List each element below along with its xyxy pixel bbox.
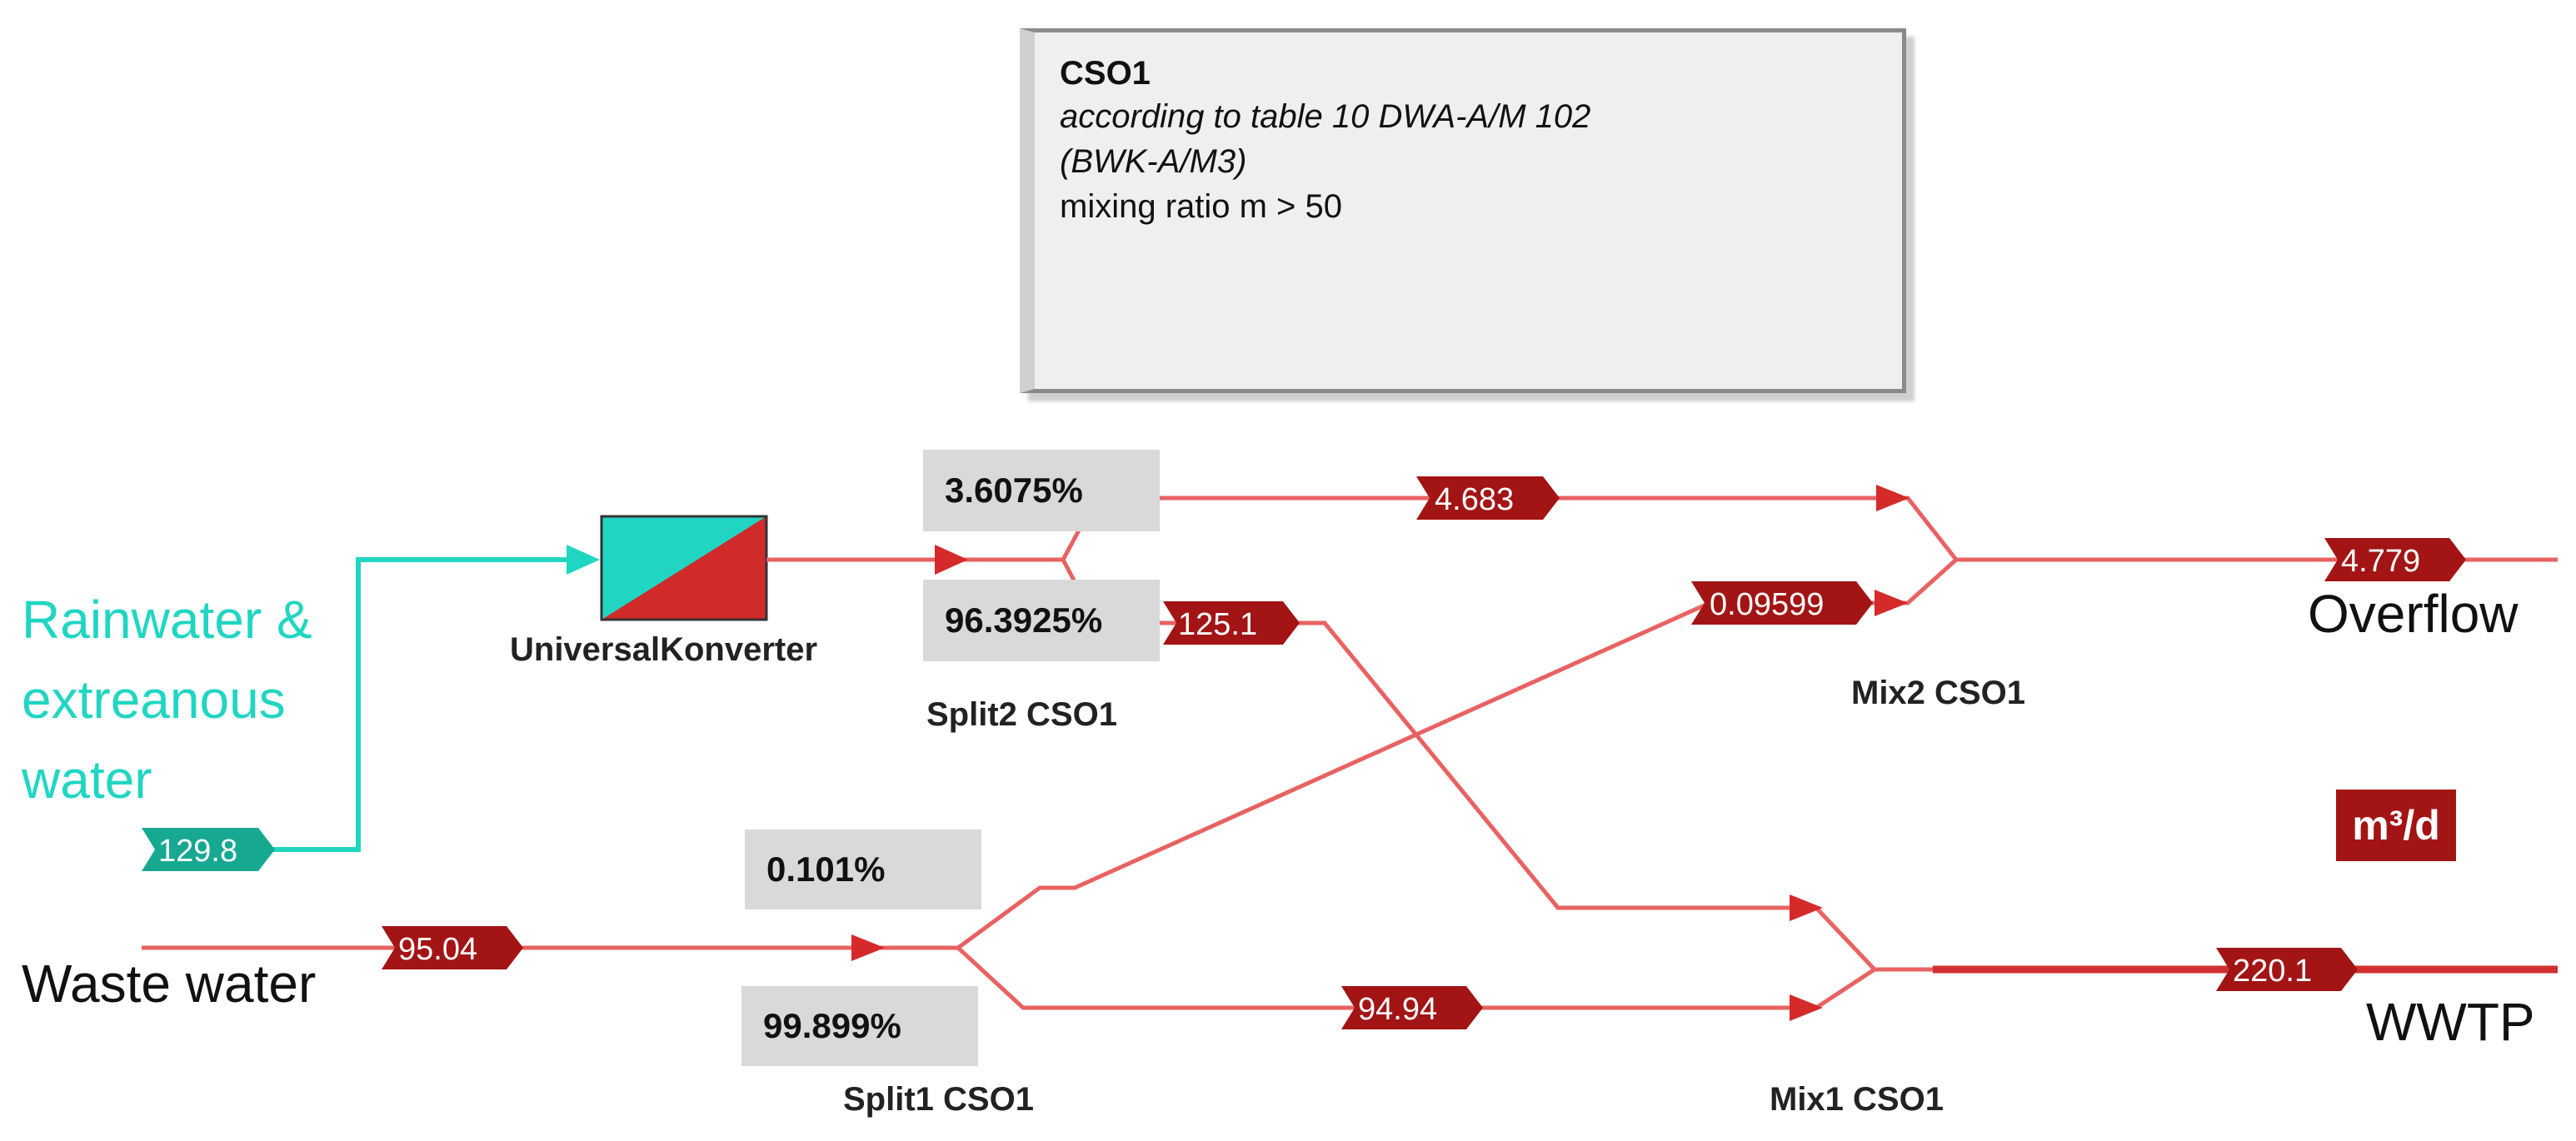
svg-text:129.8: 129.8 bbox=[158, 834, 237, 869]
svg-text:94.94: 94.94 bbox=[1358, 992, 1437, 1027]
note-line-2: (BWK-A/M3) bbox=[1060, 143, 1247, 180]
split1-upper-percentage[interactable]: 0.101% bbox=[745, 830, 981, 909]
svg-text:4.779: 4.779 bbox=[2341, 544, 2420, 579]
note-line-1: according to table 10 DWA-A/M 102 bbox=[1060, 98, 1591, 135]
flow-flag-split2-to-mix2[interactable]: 4.683 bbox=[1416, 476, 1560, 520]
flow-flag-split1-to-mix1[interactable]: 94.94 bbox=[1341, 986, 1483, 1029]
rain-connection bbox=[250, 557, 583, 852]
wwtp-label: WWTP bbox=[2366, 992, 2535, 1052]
svg-text:220.1: 220.1 bbox=[2233, 954, 2312, 989]
unit-badge: m³/d bbox=[2336, 790, 2456, 861]
split2-upper-percentage[interactable]: 3.6075% bbox=[923, 450, 1160, 531]
flow-flag-rain-input[interactable]: 129.8 bbox=[142, 828, 275, 871]
rainwater-label-line-3: water bbox=[22, 750, 152, 810]
red-arrowheads bbox=[851, 485, 1910, 1021]
split1-label: Split1 CSO1 bbox=[843, 1081, 1034, 1118]
flow-flag-split2-to-mix1[interactable]: 125.1 bbox=[1163, 601, 1300, 645]
split2-lower-percentage[interactable]: 96.3925% bbox=[923, 580, 1160, 661]
flow-flag-wwtp-output[interactable]: 220.1 bbox=[2216, 948, 2358, 991]
rainwater-label-line-1: Rainwater & bbox=[22, 590, 312, 650]
mix2-label: Mix2 CSO1 bbox=[1851, 675, 2025, 711]
overflow-label: Overflow bbox=[2308, 584, 2519, 644]
rainwater-label-line-2: extreanous bbox=[22, 670, 286, 730]
waste-water-label: Waste water bbox=[22, 954, 317, 1014]
flow-flag-waste-input[interactable]: 95.04 bbox=[382, 926, 523, 969]
note-line-3: mixing ratio m > 50 bbox=[1060, 188, 1343, 225]
svg-text:0.09599: 0.09599 bbox=[1710, 587, 1824, 622]
flow-flag-split1-to-mix2[interactable]: 0.09599 bbox=[1691, 581, 1873, 625]
split2-label: Split2 CSO1 bbox=[926, 696, 1117, 733]
flow-flag-overflow-output[interactable]: 4.779 bbox=[2324, 538, 2466, 581]
svg-text:95.04: 95.04 bbox=[398, 932, 477, 967]
cso1-note-box[interactable]: CSO1 according to table 10 DWA-A/M 102 (… bbox=[1020, 28, 1906, 393]
universal-converter[interactable] bbox=[600, 515, 768, 621]
split1-lower-percentage[interactable]: 99.899% bbox=[741, 986, 978, 1066]
converter-label: UniversalKonverter bbox=[510, 631, 818, 668]
note-title: CSO1 bbox=[1060, 55, 1151, 92]
rain-arrow-icon bbox=[567, 545, 600, 575]
svg-text:125.1: 125.1 bbox=[1178, 607, 1257, 642]
svg-text:4.683: 4.683 bbox=[1435, 482, 1514, 517]
mix1-label: Mix1 CSO1 bbox=[1770, 1081, 1944, 1118]
